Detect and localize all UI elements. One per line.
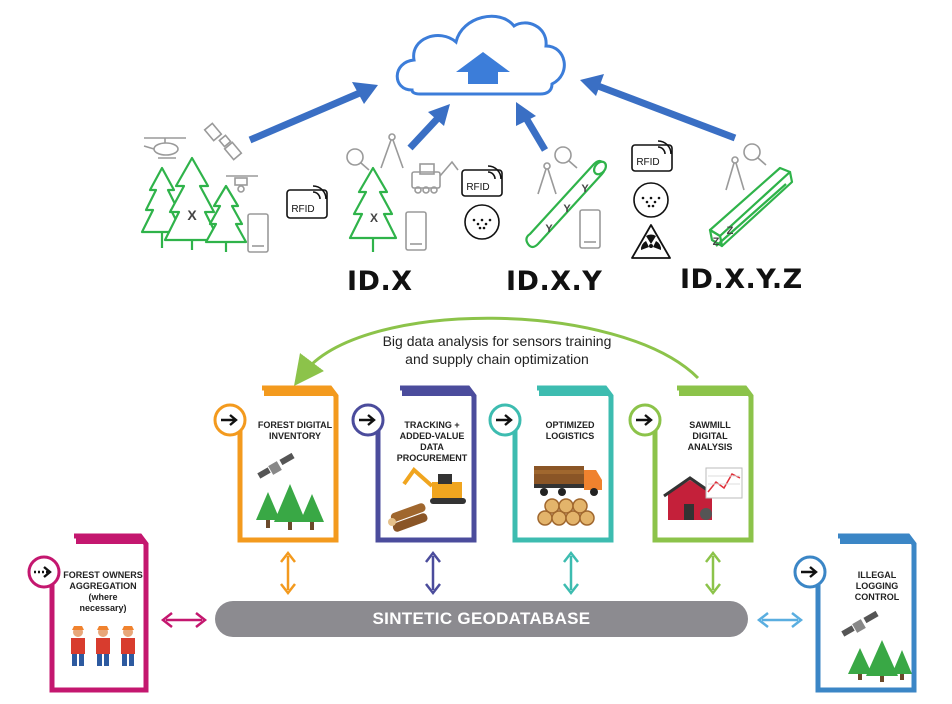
log-icon (525, 159, 608, 249)
geodatabase-label: SINTETIC GEODATABASE (372, 609, 591, 628)
card-title-line: ILLEGAL (857, 570, 897, 580)
log-pile-icon (388, 503, 428, 532)
smartphone-icon (405, 211, 427, 251)
radiation-warning-icon (631, 224, 671, 259)
magnifier-icon (554, 146, 578, 169)
magnifier-icon (743, 143, 767, 166)
log-marker-y: Y (563, 203, 571, 215)
log-marker-y: Y (545, 223, 553, 235)
card-title-logistics: OPTIMIZED LOGISTICS (526, 420, 614, 442)
card-title-tracking: TRACKING + ADDED-VALUE DATA PROCUREMENT (386, 420, 478, 464)
card-illegal-logging-control (793, 533, 917, 693)
rfid-label: RFID (466, 182, 489, 193)
card-title-line: FOREST OWNERS (63, 570, 143, 580)
forest-icon (848, 640, 912, 682)
card-title-line: SAWMILL (689, 420, 731, 430)
satellite-icon (841, 610, 879, 637)
card-optimized-logistics (488, 385, 614, 543)
logging-truck-icon (534, 466, 602, 496)
card-title-line: CONTROL (854, 592, 900, 602)
satellite-icon (203, 122, 243, 161)
card-forest-owners-aggregation (27, 533, 149, 693)
log-stack-icon (537, 498, 595, 526)
drone-icon (226, 175, 258, 193)
rfid-tag-icon (631, 140, 673, 172)
card-title-line: LOGGING (855, 581, 899, 591)
upload-arrow-beam (580, 74, 737, 142)
card-title-illegal: ILLEGAL LOGGING CONTROL (832, 570, 922, 603)
card-title-owners: FOREST OWNERS AGGREGATION (where necessa… (56, 570, 150, 614)
analysis-chart-icon (705, 467, 743, 499)
sync-arrow-sawmill (705, 550, 721, 596)
single-tree-marker-x: X (370, 211, 378, 225)
card-title-line: ADDED-VALUE (399, 431, 465, 441)
rfid-tag-icon (461, 165, 503, 197)
card-title-line: TRACKING + (404, 420, 460, 430)
caliper-icon (725, 156, 745, 191)
upload-arrow-forest (248, 82, 378, 144)
satellite-icon (257, 452, 295, 479)
acoustic-sensor-icon (633, 182, 669, 218)
card-title-line: OPTIMIZED (545, 420, 595, 430)
forest-workers-icon (71, 626, 135, 666)
acoustic-sensor-icon (464, 204, 500, 240)
log-marker-y: Y (581, 183, 589, 195)
upload-arrow-tree (407, 104, 450, 151)
caliper-icon (380, 133, 404, 169)
forest-trees-icon (140, 156, 248, 252)
upload-arrows (248, 74, 737, 152)
card-title-line: necessary) (79, 603, 127, 613)
tree-marker-x: X (187, 207, 197, 223)
beam-marker-z: Z (713, 236, 720, 248)
card-title-line: DATA (420, 442, 444, 452)
smartphone-icon (247, 213, 269, 253)
cloud-icon (395, 14, 566, 96)
card-title-line: ANALYSIS (687, 442, 733, 452)
card-sawmill-digital-analysis (628, 385, 754, 543)
card-title-line: DIGITAL (692, 431, 728, 441)
single-tree-icon (348, 166, 398, 252)
harvester-machine-icon (402, 467, 466, 504)
card-title-line: INVENTORY (268, 431, 321, 441)
sync-arrow-logistics (563, 550, 579, 596)
geodatabase-bar (215, 601, 748, 637)
card-title-line: FOREST DIGITAL (257, 420, 333, 430)
feedback-arc-arrow (293, 316, 700, 386)
sync-arrow-illegal-logging (756, 612, 804, 628)
beam-marker-z: Z (727, 225, 734, 237)
magnifier-icon (346, 148, 370, 171)
rfid-tag-icon (286, 185, 328, 219)
card-title-line: PROCUREMENT (396, 453, 468, 463)
card-title-inventory: FOREST DIGITAL INVENTORY (250, 420, 340, 442)
big-data-line-1: Big data analysis for sensors training (382, 333, 612, 349)
harvester-icon (411, 160, 459, 194)
sync-arrow-tracking (425, 550, 441, 596)
card-tracking-data (351, 385, 477, 543)
id-label-xy: ID.X.Y (506, 266, 603, 297)
id-label-x: ID.X (347, 266, 413, 297)
rfid-label: RFID (636, 157, 659, 168)
card-title-sawmill: SAWMILL DIGITAL ANALYSIS (666, 420, 754, 453)
forest-icon (256, 484, 324, 530)
caliper-icon (537, 162, 557, 195)
sync-arrow-owners (160, 612, 208, 628)
big-data-caption: Big data analysis for sensors training a… (372, 332, 622, 368)
card-title-line: (where (88, 592, 118, 602)
card-title-line: LOGISTICS (545, 431, 595, 441)
big-data-line-2: and supply chain optimization (405, 351, 589, 367)
sync-arrow-inventory (280, 550, 296, 596)
card-forest-digital-inventory (213, 385, 339, 543)
helicopter-icon (143, 137, 186, 159)
timber-beam-icon (708, 166, 794, 248)
id-label-xyz: ID.X.Y.Z (680, 264, 803, 295)
card-title-line: AGGREGATION (69, 581, 137, 591)
rfid-label: RFID (291, 204, 314, 215)
smartphone-icon (579, 209, 601, 249)
upload-arrow-log (516, 102, 549, 152)
